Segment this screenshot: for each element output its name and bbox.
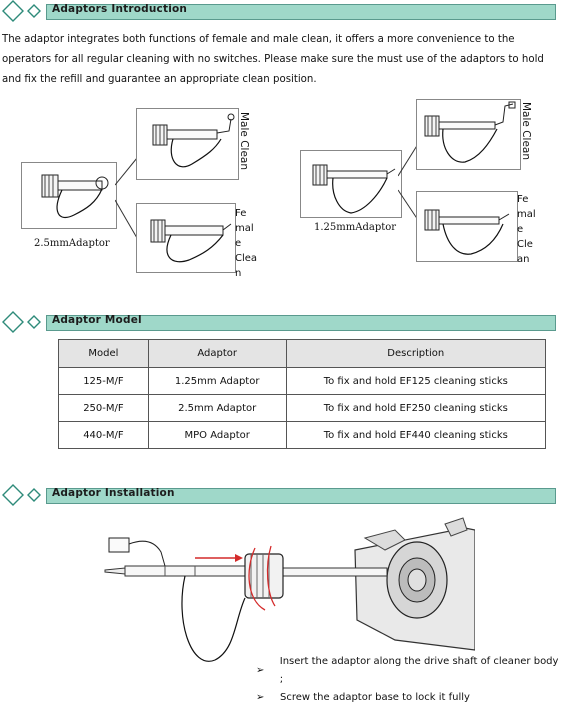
section-header-model: Adaptor Model: [2, 311, 556, 333]
table-cell: 125-M/F: [58, 367, 149, 395]
caption-2-5mm: 2.5mmAdaptor: [34, 238, 110, 249]
diamond-bullet-icon: [2, 311, 41, 333]
section-header-bar: [46, 488, 556, 504]
list-item: ➢ Insert the adaptor along the drive sha…: [256, 653, 562, 689]
table-cell: 2.5mm Adaptor: [147, 394, 287, 422]
install-steps-list: ➢ Insert the adaptor along the drive sha…: [256, 653, 562, 707]
table-cell: 1.25mm Adaptor: [147, 367, 287, 395]
female-clean-label: Fe mal e Clea n: [235, 208, 258, 279]
table-cell: 250-M/F: [58, 394, 149, 422]
installation-illustration: [104, 517, 475, 662]
table-cell: To fix and hold EF440 cleaning sticks: [285, 421, 547, 449]
adaptor-main-image: [300, 150, 402, 218]
section-header-bar: [46, 315, 556, 331]
install-step-text: Screw the adaptor base to lock it fully: [280, 692, 470, 703]
section-title: Adaptor Model: [52, 314, 142, 326]
caption-1-25mm: 1.25mmAdaptor: [314, 222, 397, 233]
female-clean-label: Fe mal e Cle an: [517, 194, 536, 265]
connector-lines: [398, 143, 419, 221]
table-cell: 440-M/F: [58, 421, 149, 449]
male-clean-image: [416, 99, 521, 170]
section-header-bar: [46, 4, 556, 20]
arrow-bullet-icon: ➢: [256, 692, 265, 703]
table-cell: To fix and hold EF250 cleaning sticks: [285, 394, 547, 422]
table-row: 440-M/F MPO Adaptor To fix and hold EF44…: [58, 421, 547, 449]
male-clean-image: [136, 108, 239, 180]
male-clean-label: Male Clean: [520, 102, 532, 161]
table-cell: To fix and hold EF125 cleaning sticks: [285, 367, 547, 395]
column-header: Model: [58, 339, 149, 368]
section-title: Adaptors Introduction: [52, 3, 188, 15]
section-title: Adaptor Installation: [52, 487, 175, 499]
table-cell: MPO Adaptor: [147, 421, 287, 449]
section-header-install: Adaptor Installation: [2, 484, 556, 506]
adaptor-main-image: [21, 162, 117, 229]
connector-lines: [115, 157, 138, 239]
diamond-bullet-icon: [2, 0, 41, 22]
male-clean-label: Male Clean: [238, 112, 250, 171]
column-header: Adaptor: [147, 339, 287, 368]
diamond-bullet-icon: [2, 484, 41, 506]
female-clean-image: [136, 203, 236, 273]
table-row: 250-M/F 2.5mm Adaptor To fix and hold EF…: [58, 394, 547, 422]
table-header-row: Model Adaptor Description: [58, 339, 547, 368]
intro-paragraph: The adaptor integrates both functions of…: [2, 34, 544, 85]
install-step-text: Insert the adaptor along the drive shaft…: [279, 656, 559, 685]
table-row: 125-M/F 1.25mm Adaptor To fix and hold E…: [58, 367, 547, 395]
female-clean-image: [416, 191, 518, 262]
section-header-intro: Adaptors Introduction: [2, 0, 556, 22]
list-item: ➢ Screw the adaptor base to lock it full…: [256, 689, 562, 707]
adaptor-model-table: Model Adaptor Description 125-M/F 1.25mm…: [58, 339, 547, 449]
column-header: Description: [285, 339, 547, 368]
arrow-bullet-icon: ➢: [256, 665, 265, 676]
